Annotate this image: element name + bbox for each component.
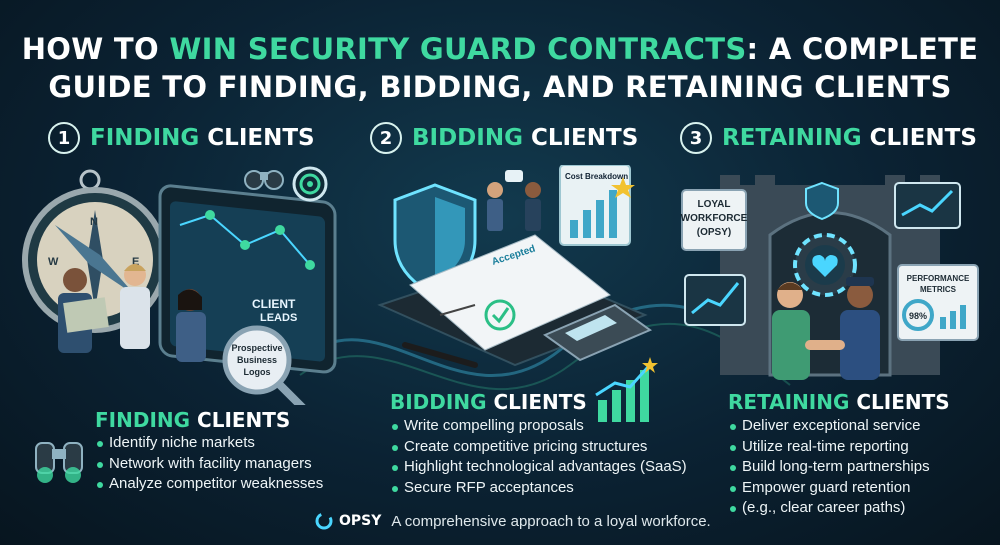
gear-heart-icon — [793, 233, 857, 297]
list-item: Deliver exceptional service — [728, 416, 930, 437]
finding-illustration: N W E CLIENT LEADS Prospective Business … — [22, 169, 337, 405]
svg-text:WORKFORCE: WORKFORCE — [681, 213, 748, 224]
list-item: Empower guard retention — [728, 478, 930, 499]
bidding-bullet-list: Write compelling proposals Create compet… — [390, 416, 687, 498]
loyal-workforce-sign: LOYAL WORKFORCE (OPSY) — [681, 189, 748, 251]
metrics-value: 98% — [909, 311, 927, 321]
calculator-icon — [542, 303, 653, 362]
analytics-monitors — [684, 182, 961, 326]
list-item: Create competitive pricing structures — [390, 437, 687, 458]
list-item: Highlight technological advantages (SaaS… — [390, 457, 687, 478]
list-item: Build long-term partnerships — [728, 457, 930, 478]
retaining-bullet-list: Deliver exceptional service Utilize real… — [728, 416, 930, 519]
people-group — [58, 264, 206, 362]
section-label: CLIENTS — [207, 125, 315, 151]
retaining-illustration: LOYAL WORKFORCE (OPSY) PERFORMANCE METRI… — [681, 175, 979, 380]
list-item-note: (e.g., clear career paths) — [728, 498, 930, 519]
opsy-logo-icon — [315, 512, 333, 530]
svg-text:(OPSY): (OPSY) — [697, 227, 731, 238]
bidding-panel-heading: BIDDING CLIENTS — [390, 390, 587, 414]
list-item: Secure RFP acceptances — [390, 478, 687, 499]
svg-text:N: N — [90, 216, 98, 228]
svg-text:METRICS: METRICS — [920, 285, 957, 294]
binoculars-icon — [244, 170, 284, 190]
section-number-2: 2 — [370, 122, 402, 154]
svg-text:E: E — [132, 256, 139, 268]
svg-text:Cost Breakdown: Cost Breakdown — [565, 172, 628, 181]
svg-text:W: W — [48, 256, 59, 268]
star-icon — [642, 357, 658, 373]
title-line-2: GUIDE TO FINDING, BIDDING, AND RETAINING… — [48, 70, 952, 104]
footer: OPSY A comprehensive approach to a loyal… — [315, 512, 711, 530]
section-header-finding: 1 FINDING CLIENTS — [48, 118, 315, 158]
bidding-illustration: Cost Breakdown Accepted — [377, 165, 653, 368]
svg-text:LEADS: LEADS — [260, 312, 297, 324]
footer-tagline: A comprehensive approach to a loyal work… — [391, 512, 711, 530]
finding-bullet-list: Identify niche markets Network with faci… — [95, 433, 323, 495]
footer-brand: OPSY — [339, 513, 382, 529]
section-header-retaining: 3 RETAINING CLIENTS — [680, 118, 977, 158]
magnifier-text: Prospective — [231, 343, 282, 353]
svg-text:Logos: Logos — [244, 367, 271, 377]
title-highlight: WIN SECURITY GUARD CONTRACTS — [169, 32, 747, 66]
map-label: CLIENT — [252, 297, 296, 311]
svg-text:LOYAL: LOYAL — [698, 199, 731, 210]
section-word: FINDING — [90, 125, 200, 151]
list-item: Network with facility managers — [95, 454, 323, 475]
section-number-3: 3 — [680, 122, 712, 154]
title-line-1: HOW TO WIN SECURITY GUARD CONTRACTS: A C… — [21, 32, 979, 66]
performance-metrics-panel: PERFORMANCE METRICS 98% — [897, 264, 979, 341]
shield-icon — [805, 181, 839, 221]
list-item: Utilize real-time reporting — [728, 437, 930, 458]
page-title: HOW TO WIN SECURITY GUARD CONTRACTS: A C… — [0, 30, 1000, 106]
list-item: Write compelling proposals — [390, 416, 687, 437]
magnifier-icon: Prospective Business Logos — [222, 325, 306, 405]
binoculars-icon — [35, 442, 83, 483]
retaining-panel-heading: RETAINING CLIENTS — [728, 390, 950, 414]
business-people — [487, 170, 541, 231]
cost-breakdown-chart: Cost Breakdown — [559, 165, 635, 246]
section-header-bidding: 2 BIDDING CLIENTS — [370, 118, 638, 158]
section-label: CLIENTS — [530, 125, 639, 151]
svg-text:PERFORMANCE: PERFORMANCE — [907, 274, 970, 283]
target-icon — [292, 166, 328, 202]
list-item: Analyze competitor weaknesses — [95, 474, 323, 495]
section-label: CLIENTS — [869, 125, 977, 151]
list-item: Identify niche markets — [95, 433, 323, 454]
handshake-people — [772, 277, 880, 380]
finding-panel-heading: FINDING CLIENTS — [95, 408, 291, 432]
pen-icon — [402, 342, 478, 368]
star-icon — [611, 177, 635, 198]
growth-chart-icon — [595, 357, 658, 422]
section-word: RETAINING — [722, 125, 862, 151]
section-word: BIDDING — [412, 125, 523, 151]
svg-text:Business: Business — [237, 355, 277, 365]
binoculars-target-icons — [244, 166, 328, 202]
section-number-1: 1 — [48, 122, 80, 154]
